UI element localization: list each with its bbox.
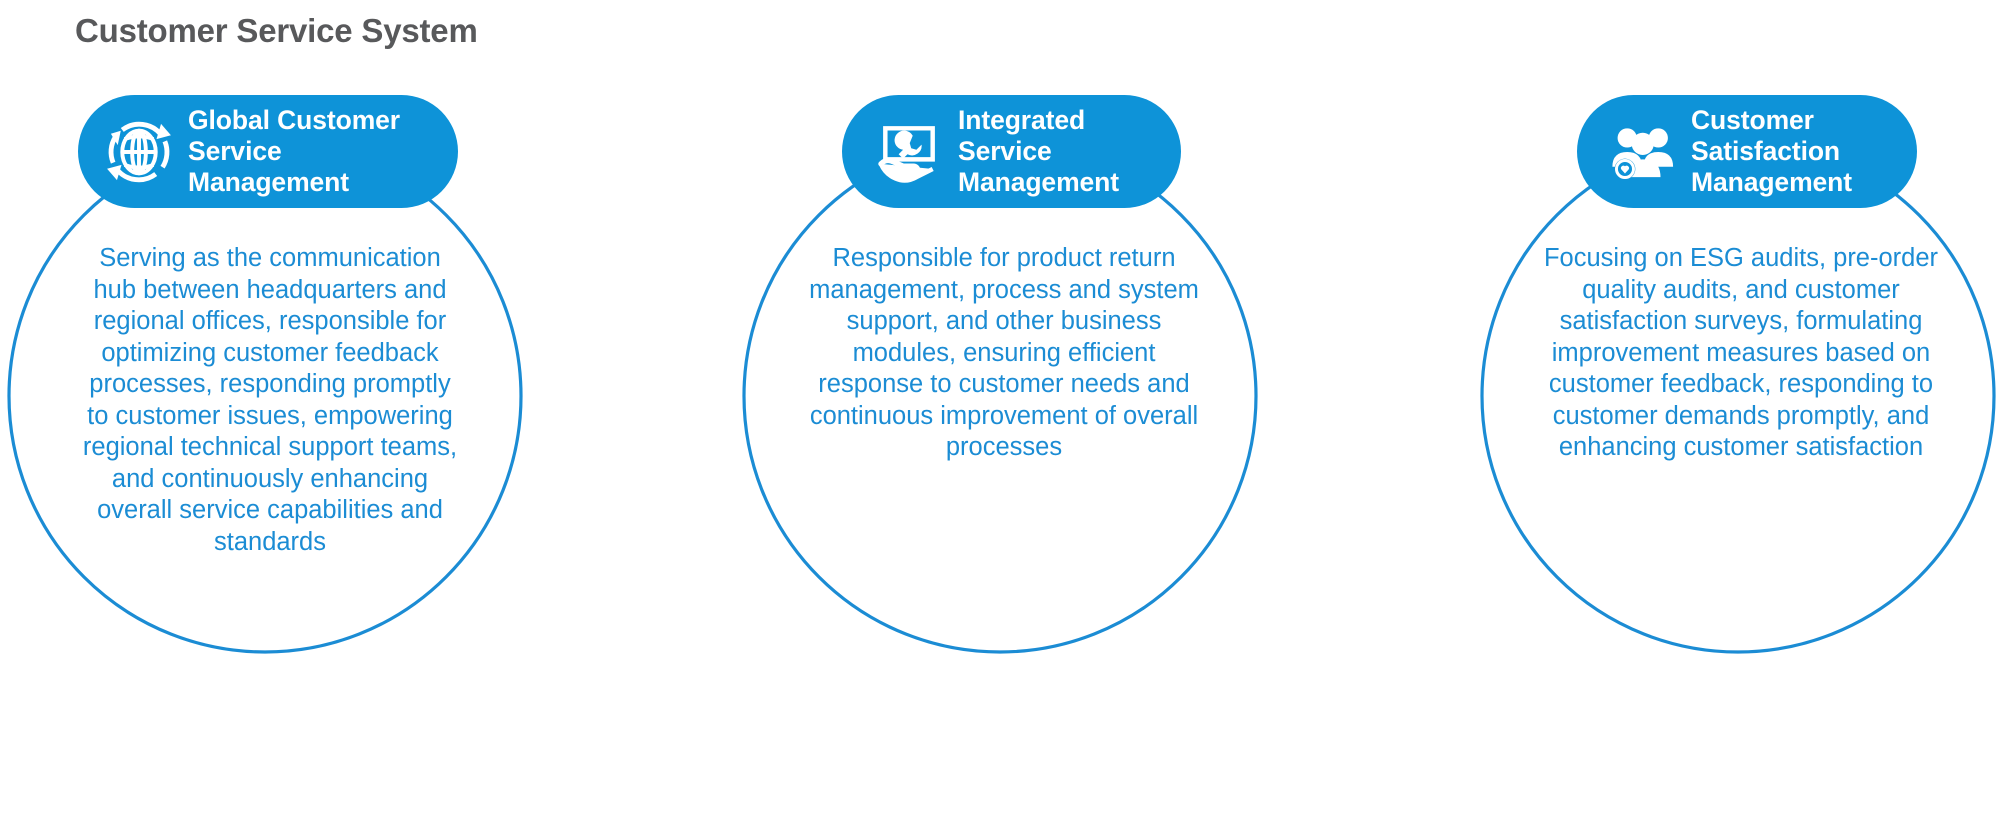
card-body-3: Focusing on ESG audits, pre-order qualit… [1543, 244, 1939, 461]
page-title: Customer Service System [75, 12, 478, 49]
card-global-customer-service-management: Global Customer Service Management Servi… [0, 0, 580, 830]
hand-screen-wrench-icon [866, 112, 952, 192]
pill-title-2: Integrated Service Management [958, 105, 1119, 197]
globe-refresh-icon [96, 112, 182, 192]
card-body-1: Serving as the communication hub between… [82, 244, 458, 556]
pill-header-2[interactable]: Integrated Service Management [842, 95, 1181, 208]
pill-title-1: Global Customer Service Management [188, 105, 401, 197]
people-heart-icon [1599, 112, 1685, 192]
card-integrated-service-management: Integrated Service Management Responsibl… [695, 0, 1315, 830]
pill-header-3[interactable]: Customer Satisfaction Management [1577, 95, 1917, 208]
pill-title-3: Customer Satisfaction Management [1691, 105, 1852, 197]
card-customer-satisfaction-management: Customer Satisfaction Management Focusin… [1434, 0, 2014, 830]
pill-header-1[interactable]: Global Customer Service Management [78, 95, 458, 208]
card-body-2: Responsible for product return managemen… [809, 244, 1199, 461]
